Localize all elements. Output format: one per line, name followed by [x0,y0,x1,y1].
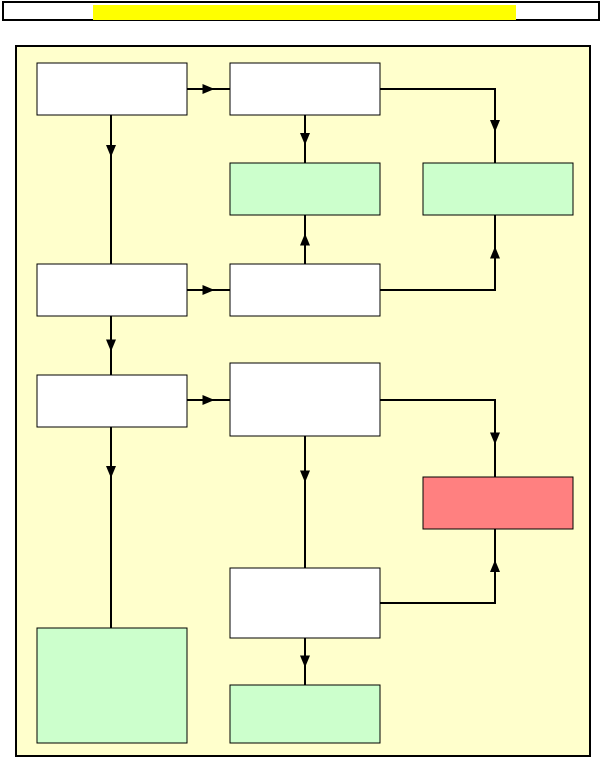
title-highlight [93,5,516,20]
flowchart [36,62,574,744]
arrowhead-box-6-to-box-4 [490,246,500,259]
connector-box-6-to-box-4 [380,215,496,291]
arrowhead-box-7-to-box-11 [106,466,116,478]
arrowhead-box-1-to-box-5 [106,145,116,157]
flow-box-8 [229,362,381,437]
arrowhead-box-7-to-box-8 [202,395,215,405]
arrowhead-box-10-to-box-12 [300,655,310,668]
arrowhead-box-5-to-box-6 [202,285,215,295]
diagram-canvas [15,45,591,757]
flow-box-9 [422,476,574,530]
arrowhead-box-8-to-box-10 [300,470,310,483]
title-bar [2,1,600,21]
connections [106,84,500,685]
connector-box-2-to-box-4 [380,88,496,163]
arrowhead-box-2-to-box-4 [490,120,500,132]
arrowhead-box-5-to-box-7 [106,339,116,352]
connector-box-10-to-box-9 [380,529,496,604]
flow-box-6 [229,263,381,317]
flow-box-5 [36,263,188,317]
arrowhead-box-10-to-box-9 [490,560,500,572]
flow-box-4 [422,162,574,216]
arrowhead-box-1-to-box-2 [202,84,215,94]
flow-box-10 [229,567,381,639]
flow-box-2 [229,62,381,116]
arrowhead-box-6-to-box-3 [300,233,310,246]
arrowhead-box-8-to-box-9 [490,432,500,445]
flow-box-3 [229,162,381,216]
flow-box-7 [36,374,188,428]
arrowhead-box-2-to-box-3 [300,133,310,145]
flow-box-12 [229,684,381,744]
boxes [36,62,574,744]
connector-box-8-to-box-9 [380,399,496,477]
flow-box-11 [36,627,188,744]
flow-box-1 [36,62,188,116]
